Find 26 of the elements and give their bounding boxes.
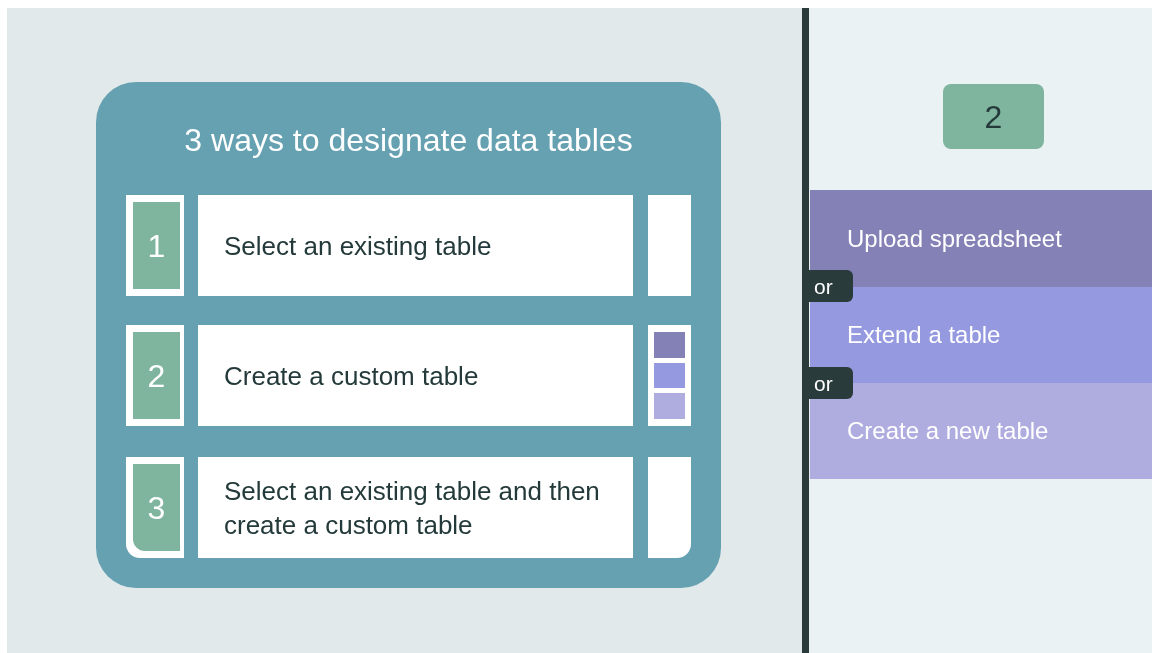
- option-text: Create a new table: [847, 419, 1049, 443]
- number-label: 2: [147, 359, 166, 392]
- option-box: [198, 195, 633, 296]
- swatch-box: [648, 325, 691, 426]
- card-title: 3 ways to designate data tables: [184, 124, 633, 156]
- option-text: Select an existing table and then create a custom table: [224, 474, 601, 542]
- number-tile: [126, 325, 184, 426]
- option-text: Create a custom table: [224, 359, 479, 393]
- option-text: Select an existing table: [224, 229, 492, 263]
- side-box: [648, 195, 691, 296]
- option-text: Upload spreadsheet: [847, 226, 1062, 251]
- number-label: 1: [147, 229, 166, 262]
- card-panel: [96, 82, 721, 588]
- option-text: Extend a table: [847, 323, 1001, 347]
- or-tag: [808, 270, 853, 302]
- option-box: [198, 457, 633, 558]
- number-tile: [126, 195, 184, 296]
- or-label: or: [814, 372, 833, 394]
- or-tag: [808, 367, 853, 399]
- number-tile: [126, 457, 184, 558]
- or-label: or: [814, 275, 833, 297]
- option-box: [198, 325, 633, 426]
- step-badge: [943, 84, 1044, 149]
- number-label: 3: [147, 491, 166, 524]
- side-box: [648, 457, 691, 558]
- step-number: 2: [984, 100, 1003, 133]
